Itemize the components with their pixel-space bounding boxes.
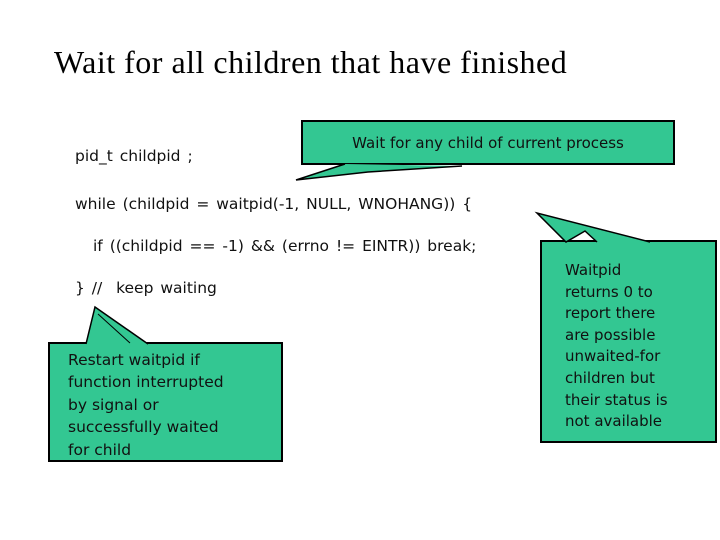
callout-tail-bottom-left-fold-icon [97,313,131,344]
callout-restart-waitpid: Restart waitpid if function interrupted by… [48,342,283,462]
callout-waitpid-returns-zero: Waitpid returns 0 to report there are possi… [540,240,717,443]
callout-text-line: Restart waitpid if [68,351,200,369]
callout-wait-any-child: Wait for any child of current process [301,120,675,165]
code-line-if-break: if ((childpid == -1) && (errno != EINTR)… [93,237,477,255]
callout-wait-any-child-text: Wait for any child of current process [352,133,624,152]
callout-text-line: unwaited-for [565,347,661,366]
slide-title: Wait for all children that have finished [54,44,568,80]
callout-text-line: their status is [565,390,668,409]
callout-text-line: by signal or [68,395,159,414]
callout-tail-right-icon [534,211,651,243]
code-line-declaration: pid_t childpid ; [75,147,193,165]
callout-text-line: for child [68,440,132,459]
callout-text-line: successfully waited [68,418,219,437]
callout-text-line: returns 0 to [565,282,653,301]
code-line-while-loop: while (childpid = waitpid(-1, NULL, WNOH… [75,195,473,213]
callout-text-line: report there [565,304,656,323]
callout-tail-top-icon [295,163,463,181]
callout-text-line: not available [565,412,663,431]
callout-text-line: function interrupted [68,373,224,392]
callout-tail-bottom-left-icon [85,305,149,345]
callout-text-line: Waitpid [565,261,622,279]
code-line-close-brace-comment: } // keep waiting [75,279,217,297]
callout-text-line: are possible [565,325,656,344]
callout-text-line: children but [565,368,655,387]
